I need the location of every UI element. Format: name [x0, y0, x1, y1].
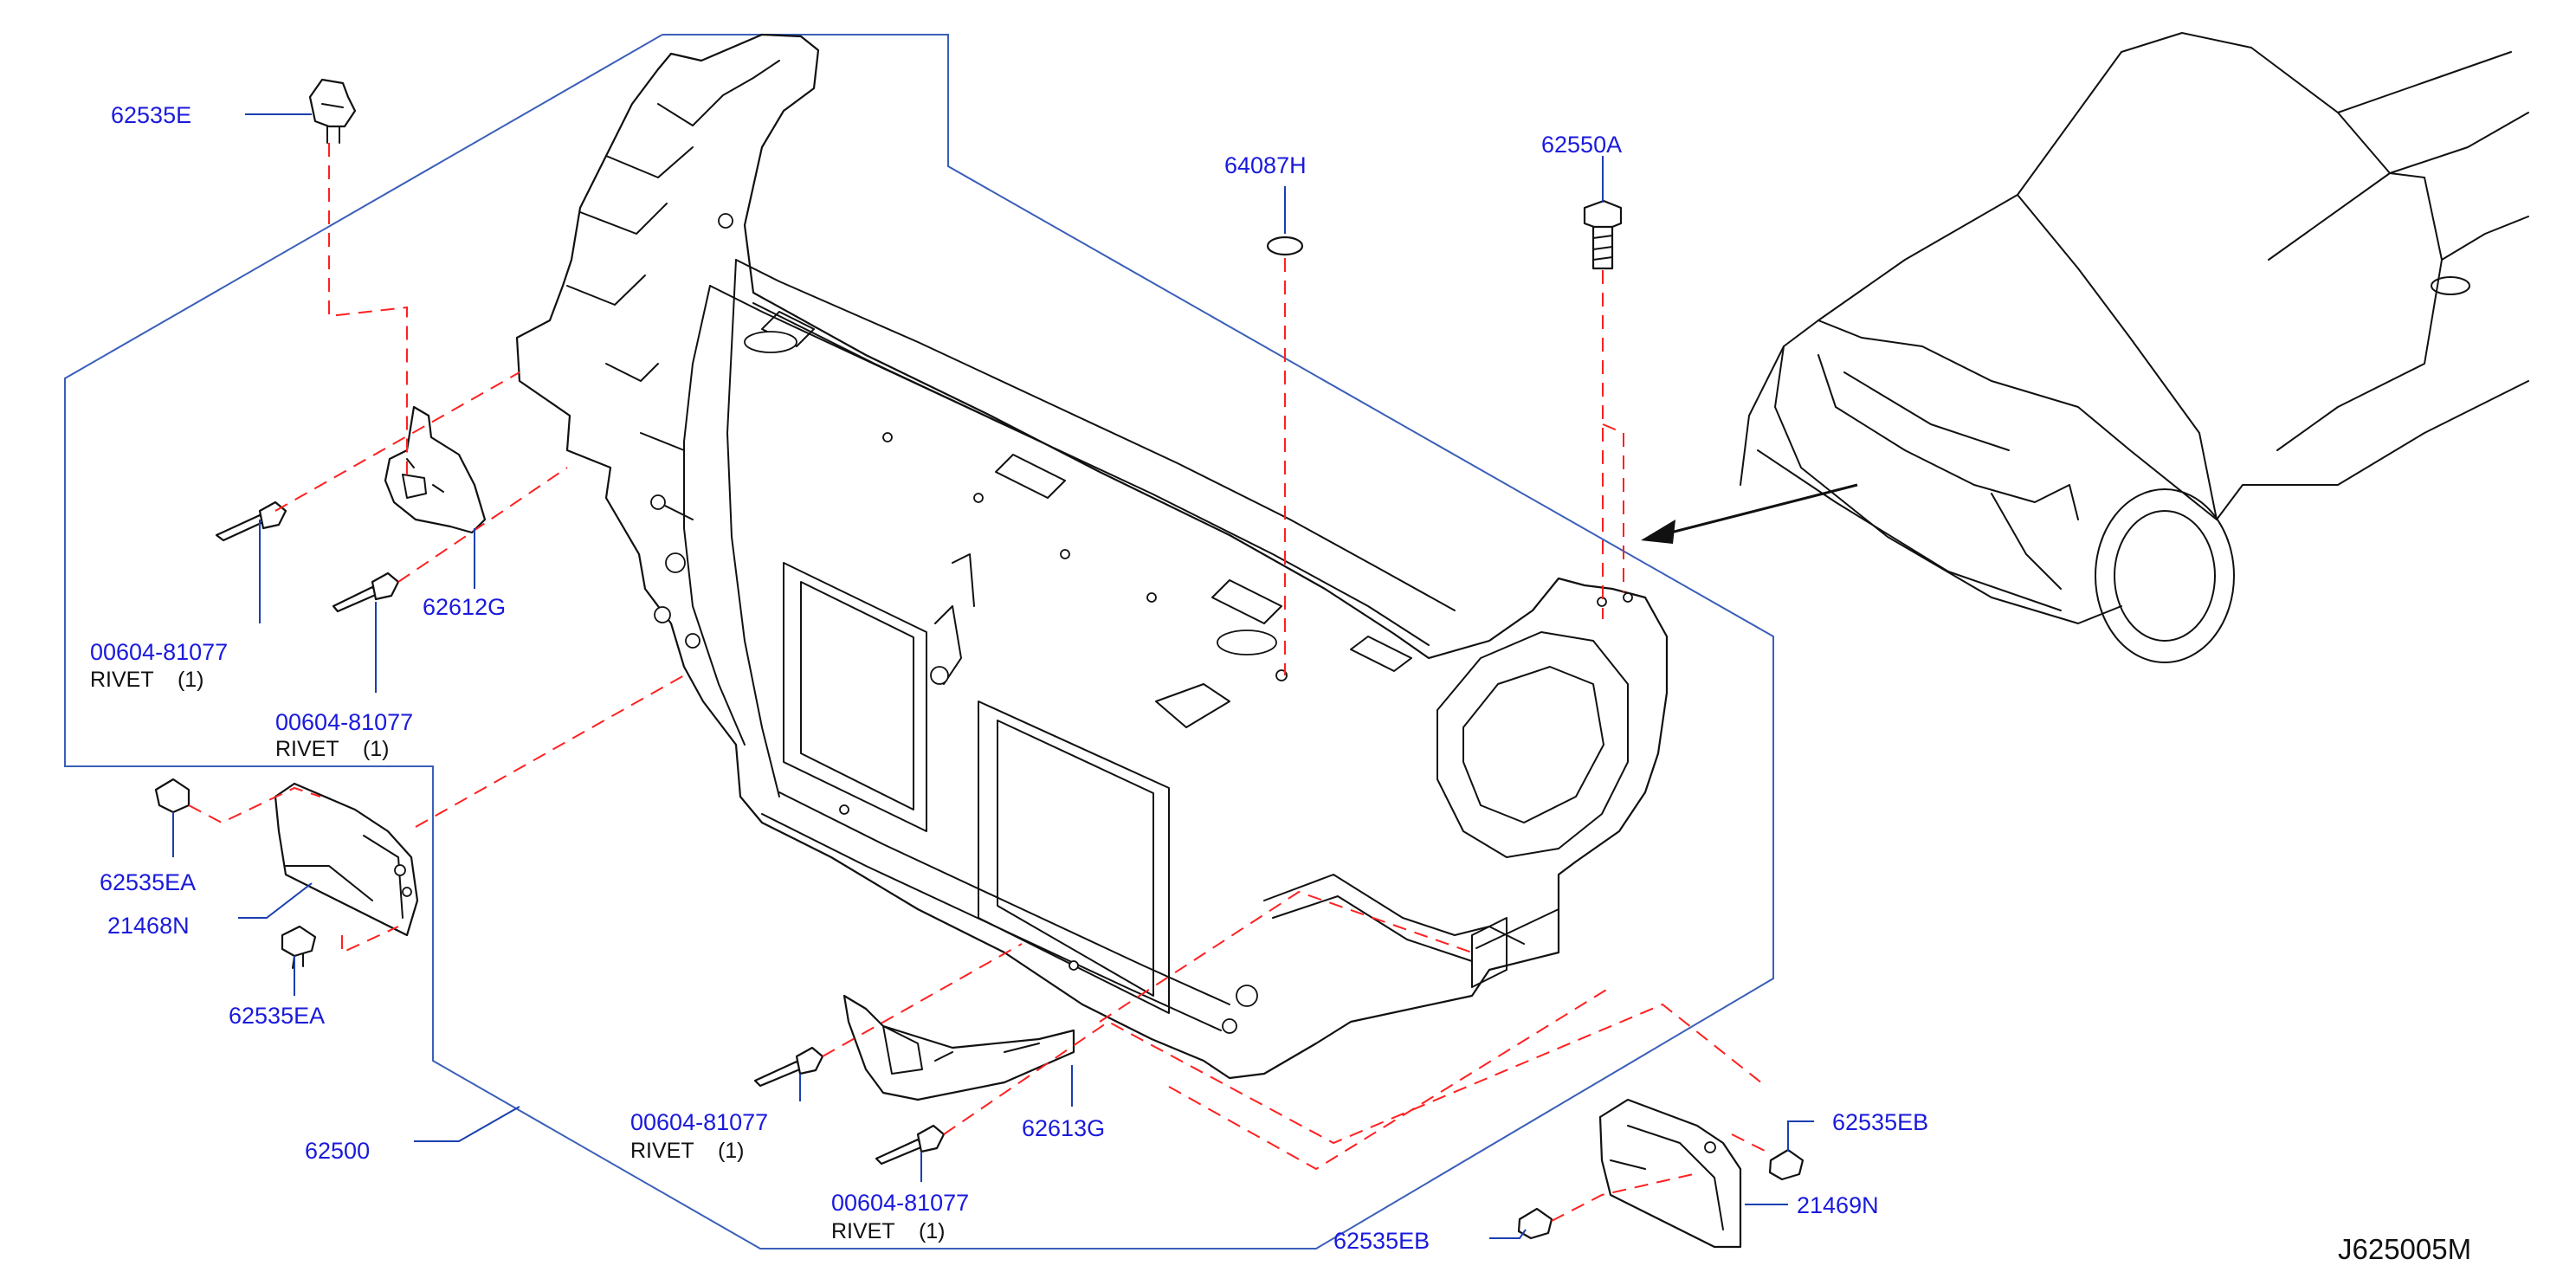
- label-rivet-2-pn: 00604-81077: [275, 709, 413, 735]
- radiator-core-support-drawing: [515, 33, 1669, 1080]
- leader-lines: [172, 113, 1814, 1239]
- assembly-frame: [64, 34, 1774, 1249]
- label-62613g: 62613G: [1022, 1115, 1105, 1141]
- label-62500: 62500: [305, 1138, 370, 1164]
- label-rivet-3-note: RIVET (1): [630, 1139, 745, 1163]
- rivet-3-drawing: [753, 1046, 824, 1088]
- label-64087h: 64087H: [1224, 152, 1307, 178]
- rivet-4-drawing: [875, 1124, 946, 1166]
- diagram-code: J625005M: [2338, 1233, 2471, 1265]
- plug-64087h-drawing: [1266, 236, 1304, 256]
- vehicle-outline-drawing: [1740, 32, 2529, 663]
- label-rivet-1-pn: 00604-81077: [90, 639, 228, 665]
- label-62535ea-bottom: 62535EA: [229, 1003, 325, 1029]
- label-62535eb-right: 62535EB: [1832, 1109, 1928, 1135]
- rivet-1-drawing: [215, 500, 287, 542]
- label-62535e: 62535E: [111, 102, 191, 128]
- installation-paths: [188, 143, 1767, 1222]
- label-rivet-1-note: RIVET (1): [90, 668, 204, 692]
- rivet-2-drawing: [332, 571, 400, 613]
- duct-21468n-drawing: [274, 782, 419, 937]
- label-62535eb-bottom: 62535EB: [1333, 1228, 1430, 1254]
- label-21468n: 21468N: [107, 913, 190, 939]
- location-arrow: [1641, 483, 1858, 544]
- clip-62535eb-bottom-drawing: [1517, 1207, 1553, 1240]
- label-rivet-4-note: RIVET (1): [831, 1219, 946, 1243]
- label-rivet-3-pn: 00604-81077: [630, 1109, 768, 1135]
- bracket-62612g-drawing: [384, 405, 487, 534]
- label-rivet-2-note: RIVET (1): [275, 737, 390, 761]
- label-21469n: 21469N: [1797, 1192, 1879, 1218]
- label-rivet-4-pn: 00604-81077: [831, 1190, 969, 1216]
- duct-21469n-drawing: [1598, 1098, 1742, 1249]
- clip-62535eb-right-drawing: [1768, 1148, 1804, 1181]
- clip-62535ea-top-drawing: [154, 778, 190, 814]
- label-62612g: 62612G: [423, 594, 506, 620]
- clip-62535ea-bottom-drawing: [281, 925, 317, 969]
- label-62550a: 62550A: [1541, 132, 1622, 158]
- bolt-62550a-drawing: [1583, 199, 1623, 270]
- callout-labels: 62535E 64087H 62550A 62612G 00604-81077 …: [90, 102, 2471, 1265]
- clip-62535e-drawing: [308, 78, 357, 144]
- bracket-62613g-drawing: [843, 994, 1075, 1101]
- label-62535ea-top: 62535EA: [100, 869, 196, 895]
